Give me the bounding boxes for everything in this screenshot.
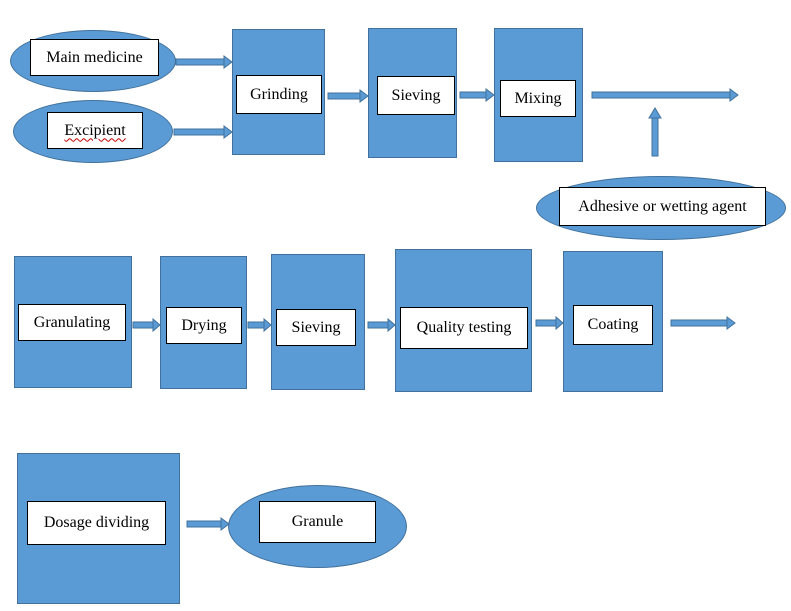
grinding-label: Grinding	[236, 75, 322, 114]
arrow-main-to-grinding	[175, 55, 233, 69]
sieving-label-1: Sieving	[377, 76, 455, 115]
granulating-label: Granulating	[18, 304, 126, 341]
excipient-label: Excipient	[47, 112, 143, 149]
dosage-dividing-label: Dosage dividing	[27, 501, 166, 545]
main-medicine-label: Main medicine	[30, 39, 159, 76]
drying-label: Drying	[166, 307, 242, 344]
arrow-adhesive-up	[648, 107, 662, 157]
arrow-dosage-to-granule	[186, 517, 230, 531]
adhesive-label: Adhesive or wetting agent	[559, 187, 766, 226]
arrow-grinding-to-sieving	[327, 89, 369, 103]
arrow-granulating-to-drying	[132, 317, 161, 333]
arrow-coating-out	[670, 316, 736, 330]
arrow-sieving-to-quality	[367, 317, 396, 333]
quality-testing-label: Quality testing	[400, 307, 528, 349]
granule-label: Granule	[259, 501, 376, 543]
arrow-excipient-to-grinding	[173, 125, 233, 139]
mixing-label: Mixing	[500, 80, 576, 117]
arrow-mixing-out	[591, 88, 739, 102]
sieving-label-2: Sieving	[276, 309, 356, 346]
arrow-sieving-to-mixing	[459, 88, 495, 102]
arrow-drying-to-sieving	[247, 317, 272, 333]
coating-label: Coating	[573, 305, 653, 345]
arrow-quality-to-coating	[535, 315, 564, 331]
